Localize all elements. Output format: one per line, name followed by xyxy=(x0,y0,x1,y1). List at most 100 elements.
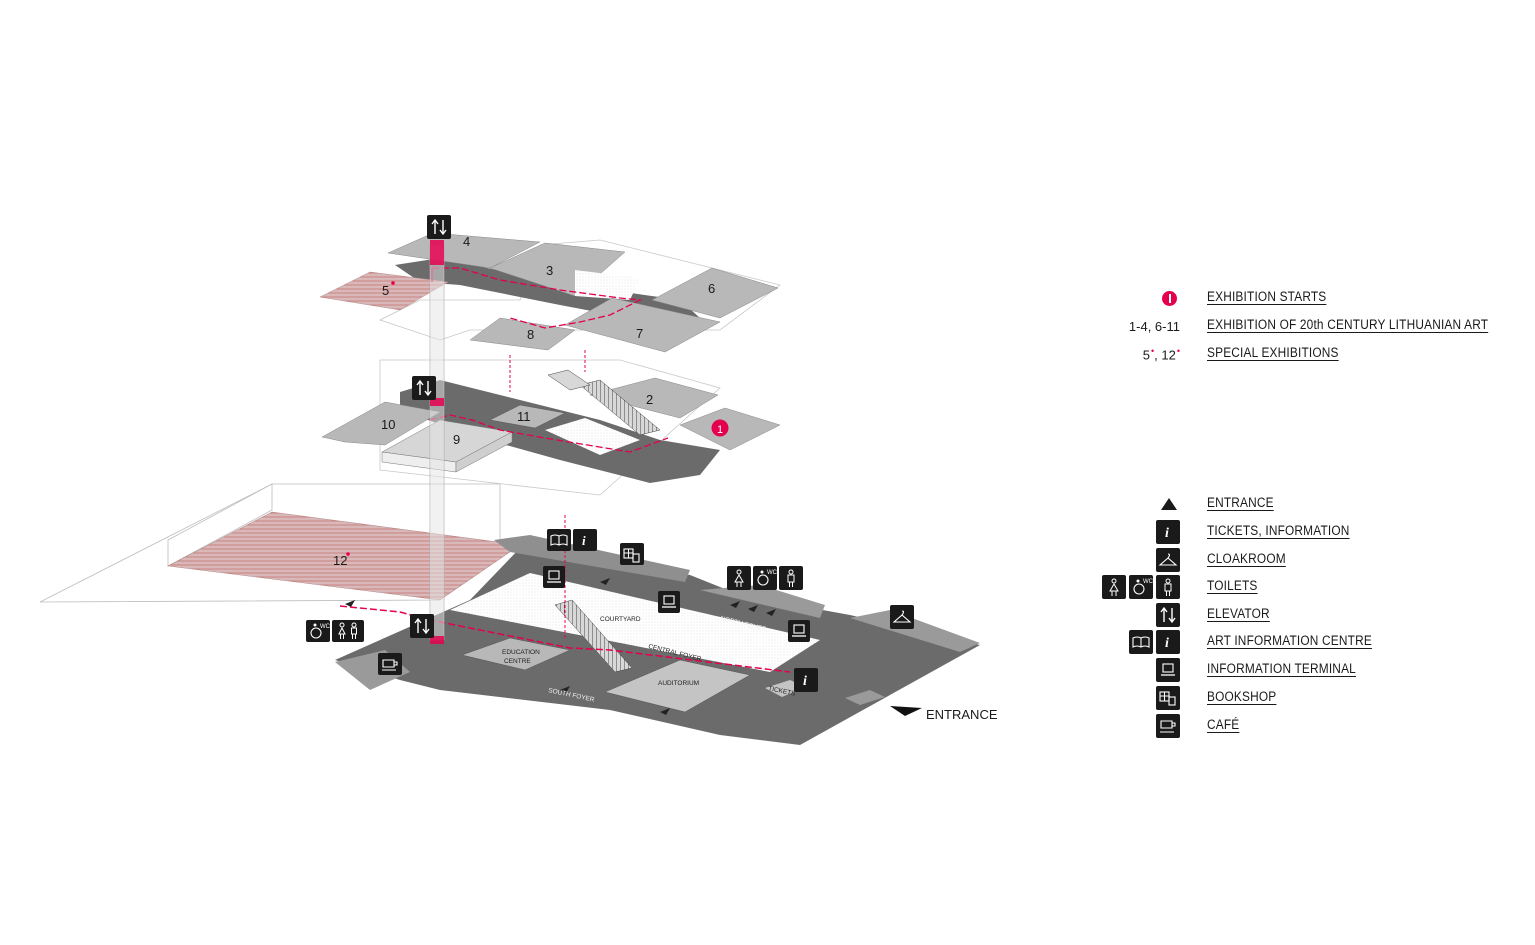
cloakroom-icon[interactable] xyxy=(890,605,914,629)
cafe-icon[interactable] xyxy=(378,653,402,675)
legend-permanent[interactable]: EXHIBITION OF 20th CENTURY LITHUANIAN AR… xyxy=(1207,317,1489,332)
legend-special-key-b: , 12 xyxy=(1154,347,1176,363)
cafe-icon xyxy=(1156,714,1180,738)
legend-row-toilets: WC TOILETS xyxy=(1090,575,1510,599)
female-icon[interactable] xyxy=(727,566,751,590)
elevator-shaft xyxy=(429,240,445,644)
education-label-2: CENTRE xyxy=(504,658,531,665)
room-8-label: 8 xyxy=(527,327,534,342)
room-11[interactable] xyxy=(489,404,566,429)
exhibition-start-dot-icon xyxy=(1162,290,1177,306)
room-1[interactable] xyxy=(679,407,781,451)
svg-text:i: i xyxy=(582,533,586,548)
legend-special-key-a: 5 xyxy=(1142,347,1150,363)
wc-icon[interactable]: WC xyxy=(306,620,331,642)
info-icon: i xyxy=(1156,630,1180,654)
svg-text:i: i xyxy=(1165,636,1169,651)
female-male-icon[interactable] xyxy=(332,620,364,642)
male-icon xyxy=(1156,575,1180,599)
room-2[interactable] xyxy=(589,377,719,419)
legend-tickets[interactable]: TICKETS, INFORMATION xyxy=(1207,523,1350,538)
room-3[interactable] xyxy=(489,242,626,297)
room-3-label: 3 xyxy=(546,263,553,278)
legend-row-elevator: ELEVATOR xyxy=(1090,603,1510,627)
room-11-label: 11 xyxy=(517,409,531,424)
terminal-icon[interactable] xyxy=(543,566,565,588)
legend-row-art-info: i ART INFORMATION CENTRE xyxy=(1090,630,1510,654)
legend-exhibition-starts[interactable]: EXHIBITION STARTS xyxy=(1207,289,1327,304)
auditorium[interactable] xyxy=(604,659,751,713)
room-2-label: 2 xyxy=(646,392,653,407)
bookshop-icon[interactable] xyxy=(620,543,644,565)
svg-text:1: 1 xyxy=(717,424,723,436)
museum-floor-plan: COURTYARD NORTH FOYER CENTRAL FOYER SOUT… xyxy=(39,215,998,745)
legend-cloakroom[interactable]: CLOAKROOM xyxy=(1207,551,1286,566)
room-7[interactable] xyxy=(564,297,721,353)
legend-row-cloakroom: CLOAKROOM xyxy=(1090,548,1510,572)
room-8[interactable] xyxy=(469,317,576,351)
legend-elevator[interactable]: ELEVATOR xyxy=(1207,606,1270,621)
legend-toilets[interactable]: TOILETS xyxy=(1207,578,1258,593)
legend-bookshop[interactable]: BOOKSHOP xyxy=(1207,689,1277,704)
info-icon[interactable]: i xyxy=(573,529,597,551)
svg-text:i: i xyxy=(803,674,807,689)
room-10-label: 10 xyxy=(381,417,395,432)
room-10[interactable] xyxy=(321,401,441,446)
info-icon: i xyxy=(1156,520,1180,544)
legend-row-terminal: INFORMATION TERMINAL xyxy=(1090,658,1510,682)
courtyard-label: COURTYARD xyxy=(600,616,641,623)
legend-entrance[interactable]: ENTRANCE xyxy=(1207,495,1274,510)
book-icon xyxy=(1129,630,1153,654)
entrance-label: ENTRANCE xyxy=(926,707,998,722)
legend-row-cafe: CAFÉ xyxy=(1090,714,1510,738)
room-9-label: 9 xyxy=(453,432,460,447)
room-5-label: 5 xyxy=(382,283,389,298)
legend-cafe[interactable]: CAFÉ xyxy=(1207,717,1240,732)
svg-text:WC: WC xyxy=(1143,579,1153,585)
male-icon[interactable] xyxy=(779,566,803,590)
bookshop-icon xyxy=(1156,686,1180,710)
elevator-icon[interactable] xyxy=(427,215,451,239)
room-4-label: 4 xyxy=(463,234,470,249)
room-6-label: 6 xyxy=(708,281,715,296)
wc-icon: WC xyxy=(1129,575,1153,599)
legend-terminal[interactable]: INFORMATION TERMINAL xyxy=(1207,661,1356,676)
top-floor: 4 3 5 6 7 8 xyxy=(319,232,781,353)
legend-row-tickets: i TICKETS, INFORMATION xyxy=(1090,520,1510,544)
education-centre[interactable] xyxy=(461,637,571,671)
room-5[interactable] xyxy=(319,271,449,311)
room-6[interactable] xyxy=(651,267,779,319)
education-label-1: EDUCATION xyxy=(502,649,540,656)
legend-row-entrance: ENTRANCE xyxy=(1090,492,1510,516)
entrance-triangle-icon xyxy=(1161,498,1177,510)
legend-row-bookshop: BOOKSHOP xyxy=(1090,686,1510,710)
legend-row-special: 5•, 12• SPECIAL EXHIBITIONS xyxy=(1142,345,1339,363)
room-4[interactable] xyxy=(387,232,541,269)
elevator-icon xyxy=(1156,603,1180,627)
auditorium-label: AUDITORIUM xyxy=(658,680,699,687)
legend-special[interactable]: SPECIAL EXHIBITIONS xyxy=(1207,345,1339,360)
svg-text:WC: WC xyxy=(767,570,778,576)
legend-row-permanent: 1-4, 6-11 EXHIBITION OF 20th CENTURY LIT… xyxy=(1090,314,1510,338)
svg-text:i: i xyxy=(1165,526,1169,541)
elevator-icon[interactable] xyxy=(410,614,434,638)
middle-floor: 10 9 11 2 1 xyxy=(321,350,781,496)
terminal-icon xyxy=(1156,658,1180,682)
book-icon[interactable] xyxy=(547,529,571,551)
room-12-label: 12 xyxy=(333,553,347,568)
wc-icon[interactable]: WC xyxy=(753,566,778,590)
svg-text:WC: WC xyxy=(320,624,331,630)
elevator-icon[interactable] xyxy=(412,376,436,400)
entrance-triangle-icon xyxy=(890,706,922,716)
legend-art-info[interactable]: ART INFORMATION CENTRE xyxy=(1207,633,1372,648)
ground-floor: COURTYARD NORTH FOYER CENTRAL FOYER SOUT… xyxy=(39,483,980,745)
terminal-icon[interactable] xyxy=(788,620,810,642)
entrance-marker[interactable]: ENTRANCE xyxy=(890,706,998,722)
exhibition-start-marker: 1 xyxy=(711,419,729,437)
legend-permanent-key: 1-4, 6-11 xyxy=(1128,318,1180,334)
cloakroom-icon xyxy=(1156,548,1180,572)
terminal-icon[interactable] xyxy=(658,591,680,613)
courtyard-area xyxy=(450,573,820,672)
female-icon xyxy=(1102,575,1126,599)
info-icon[interactable]: i xyxy=(794,668,818,692)
